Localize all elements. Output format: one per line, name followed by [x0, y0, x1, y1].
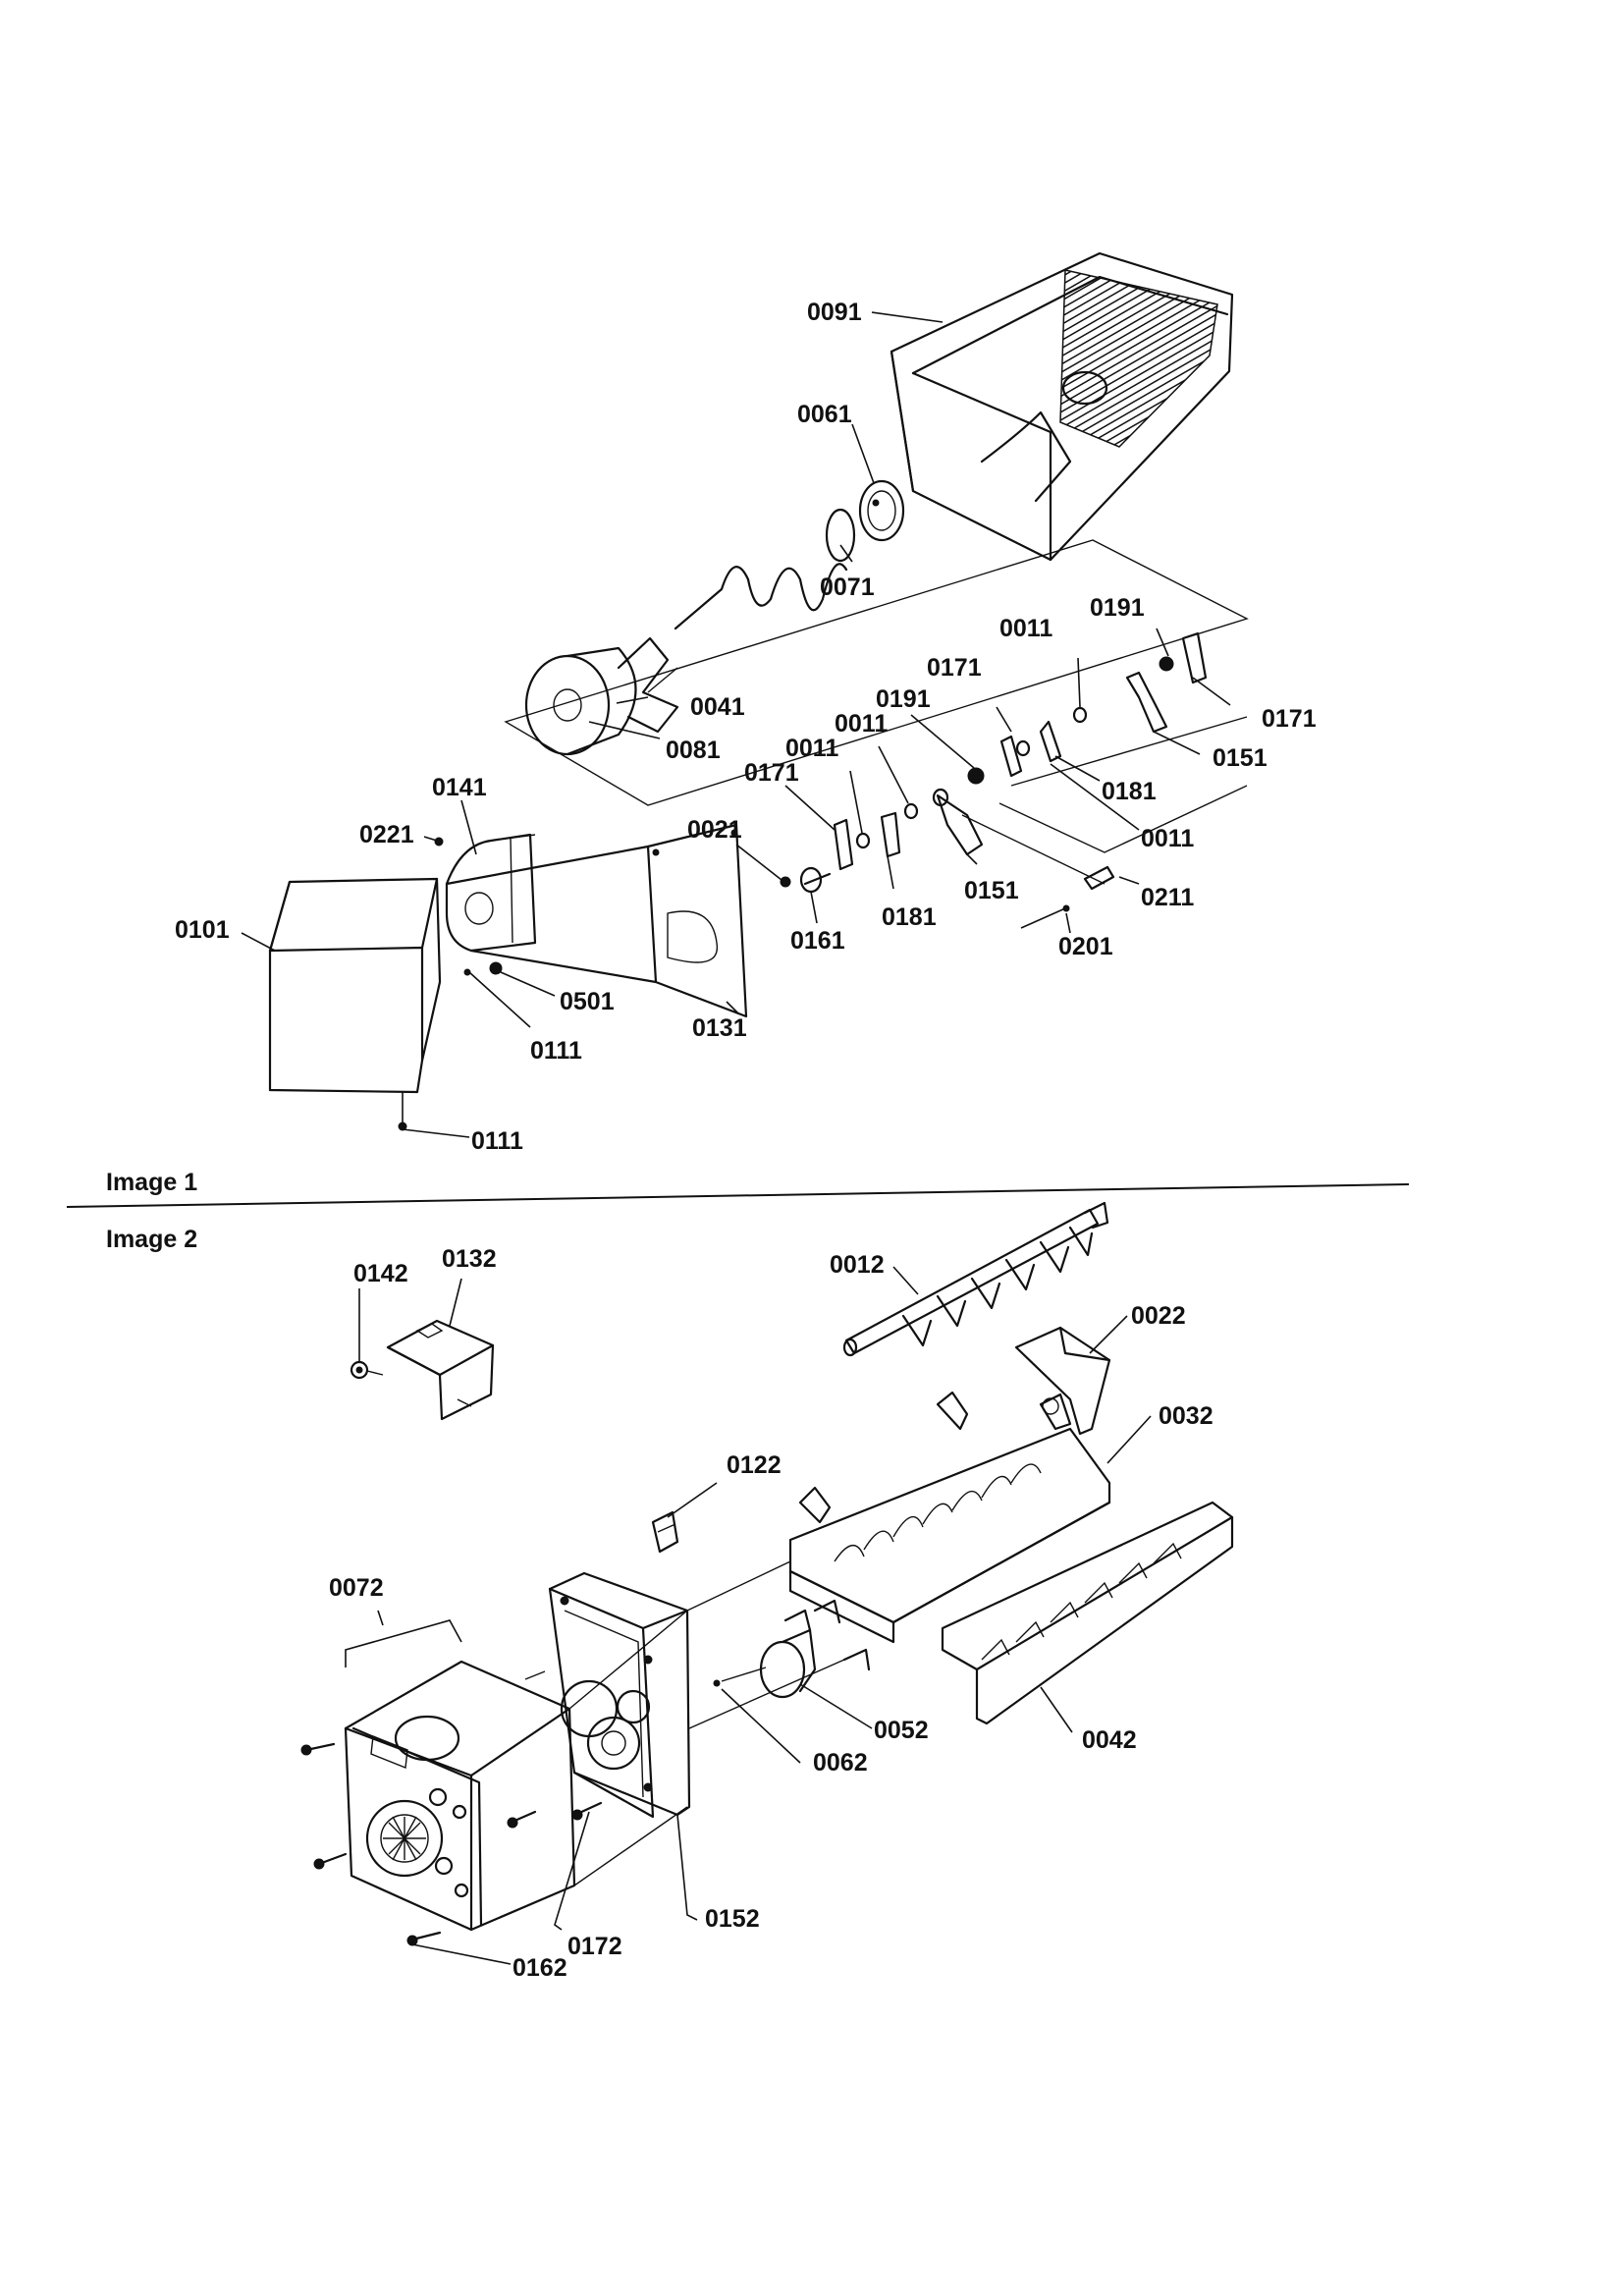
label-0132: 0132: [442, 1245, 497, 1273]
label-0101: 0101: [175, 916, 230, 944]
label-0011: 0011: [999, 615, 1052, 642]
label-0161: 0161: [790, 927, 845, 955]
control-housing-part: [548, 1571, 691, 1819]
label-0011: 0011: [785, 735, 838, 762]
screw-0221: [434, 837, 444, 847]
auger-coil-part: [674, 508, 856, 630]
label-0111: 0111: [530, 1037, 582, 1065]
label-0211: 0211: [1141, 884, 1194, 911]
ice-bucket-part: [890, 251, 1234, 562]
section-labels: Image 1 Image 2: [106, 1169, 197, 1253]
label-0181: 0181: [1102, 778, 1157, 805]
label-0151: 0151: [1213, 744, 1267, 772]
thermostat-part: [713, 1599, 871, 1699]
section-divider: [66, 1183, 1410, 1208]
label-0012: 0012: [830, 1251, 885, 1279]
ring-part: [858, 479, 905, 542]
label-0501: 0501: [560, 988, 615, 1015]
small-clip-part: [651, 1510, 679, 1554]
screws-image2: [300, 1742, 603, 1946]
bracket-part: [350, 1319, 495, 1421]
label-0052: 0052: [874, 1717, 929, 1744]
section-label-image2: Image 2: [106, 1226, 197, 1253]
label-0011: 0011: [835, 710, 888, 738]
shaft-parts-right: [780, 631, 1208, 894]
label-0122: 0122: [727, 1451, 782, 1479]
label-0191: 0191: [1090, 594, 1145, 622]
label-0091: 0091: [807, 299, 862, 326]
label-0162: 0162: [512, 1954, 567, 1982]
cover-part: [268, 877, 442, 1094]
label-0062: 0062: [813, 1749, 868, 1777]
label-0151: 0151: [964, 877, 1019, 904]
label-0072: 0072: [329, 1574, 384, 1602]
fan-wheel-part: [524, 636, 679, 756]
label-0011: 0011: [1141, 825, 1194, 852]
cover-clip-part: [1014, 1326, 1111, 1436]
label-0111: 0111: [471, 1127, 523, 1155]
label-0172: 0172: [567, 1933, 622, 1960]
motor-housing-part: [445, 833, 658, 984]
label-0021: 0021: [687, 816, 742, 844]
nut-0501: [489, 961, 503, 975]
assembly-outline: [504, 539, 1249, 806]
section-label-image1: Image 1: [106, 1169, 197, 1196]
part-labels: 0091 0061 0071 0191 0011 0171 0171 0191 …: [175, 299, 1317, 1982]
label-0071: 0071: [820, 574, 875, 601]
label-0171: 0171: [927, 654, 982, 682]
label-0171: 0171: [1262, 705, 1317, 733]
label-0081: 0081: [666, 737, 721, 764]
label-0152: 0152: [705, 1905, 760, 1933]
label-0181: 0181: [882, 903, 937, 931]
pin-parts: [1020, 865, 1115, 929]
label-0221: 0221: [359, 821, 414, 848]
label-0032: 0032: [1159, 1402, 1214, 1430]
label-0142: 0142: [353, 1260, 408, 1287]
label-0201: 0201: [1058, 933, 1113, 960]
label-0061: 0061: [797, 401, 852, 428]
shaft-lines: [524, 1560, 845, 1729]
ejector-part: [842, 1201, 1109, 1357]
leader-lines-image2: [345, 1266, 1152, 1965]
label-0141: 0141: [432, 774, 487, 801]
label-0042: 0042: [1082, 1726, 1137, 1754]
label-0131: 0131: [692, 1014, 747, 1042]
mounting-plate-part: [646, 823, 748, 1018]
label-0022: 0022: [1131, 1302, 1186, 1330]
ice-stripper-part: [941, 1501, 1234, 1725]
leader-lines-image1: [241, 311, 1231, 1138]
lower-assembly-outline: [961, 716, 1248, 885]
label-0171: 0171: [744, 759, 799, 787]
ice-mold-part: [788, 1391, 1111, 1644]
label-0191: 0191: [876, 685, 931, 713]
motor-module-part: [344, 1610, 688, 1932]
label-0041: 0041: [690, 693, 745, 721]
